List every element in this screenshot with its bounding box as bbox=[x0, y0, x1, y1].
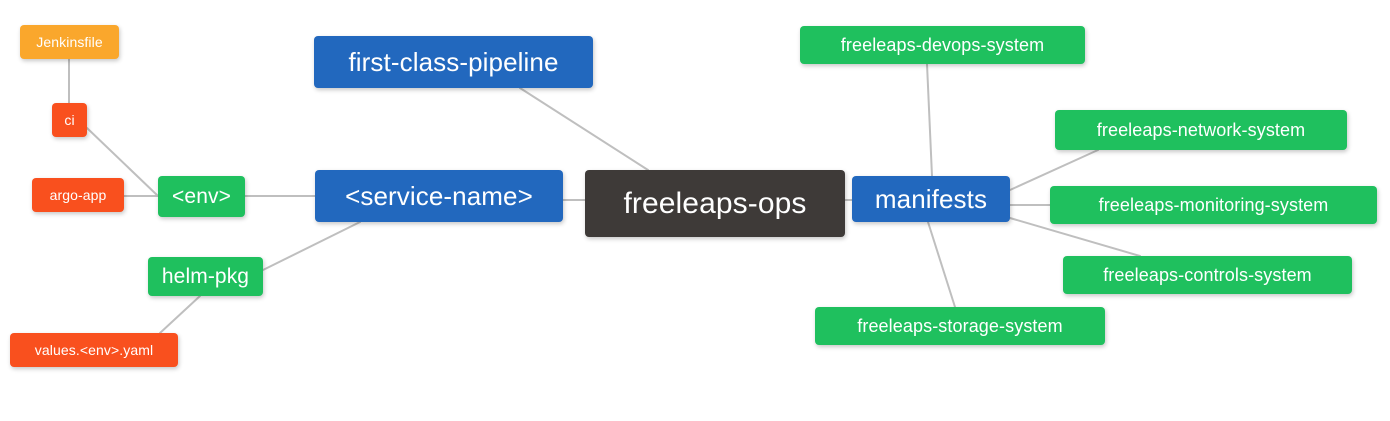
mindmap-node-env[interactable]: <env> bbox=[158, 176, 245, 217]
mindmap-node-ci[interactable]: ci bbox=[52, 103, 87, 137]
mindmap-node-devops-system[interactable]: freeleaps-devops-system bbox=[800, 26, 1085, 64]
mindmap-edge bbox=[159, 295, 201, 334]
mindmap-node-network-system[interactable]: freeleaps-network-system bbox=[1055, 110, 1347, 150]
mindmap-node-first-class-pipeline[interactable]: first-class-pipeline bbox=[314, 36, 593, 88]
mindmap-node-manifests[interactable]: manifests bbox=[852, 176, 1010, 222]
mindmap-node-monitoring-system[interactable]: freeleaps-monitoring-system bbox=[1050, 186, 1377, 224]
mindmap-node-helm-pkg[interactable]: helm-pkg bbox=[148, 257, 263, 296]
mindmap-node-freeleaps-ops[interactable]: freeleaps-ops bbox=[585, 170, 845, 237]
mindmap-node-storage-system[interactable]: freeleaps-storage-system bbox=[815, 307, 1105, 345]
mindmap-node-service-name[interactable]: <service-name> bbox=[315, 170, 563, 222]
mindmap-node-values-env-yaml[interactable]: values.<env>.yaml bbox=[10, 333, 178, 367]
mindmap-edge bbox=[1009, 149, 1099, 191]
mindmap-edge bbox=[926, 63, 933, 177]
mindmap-edge bbox=[262, 221, 361, 271]
mindmap-edge bbox=[519, 87, 649, 171]
mindmap-node-jenkinsfile[interactable]: Jenkinsfile bbox=[20, 25, 119, 59]
mindmap-edge bbox=[927, 221, 956, 308]
mindmap-node-argo-app[interactable]: argo-app bbox=[32, 178, 124, 212]
mindmap-node-controls-system[interactable]: freeleaps-controls-system bbox=[1063, 256, 1352, 294]
